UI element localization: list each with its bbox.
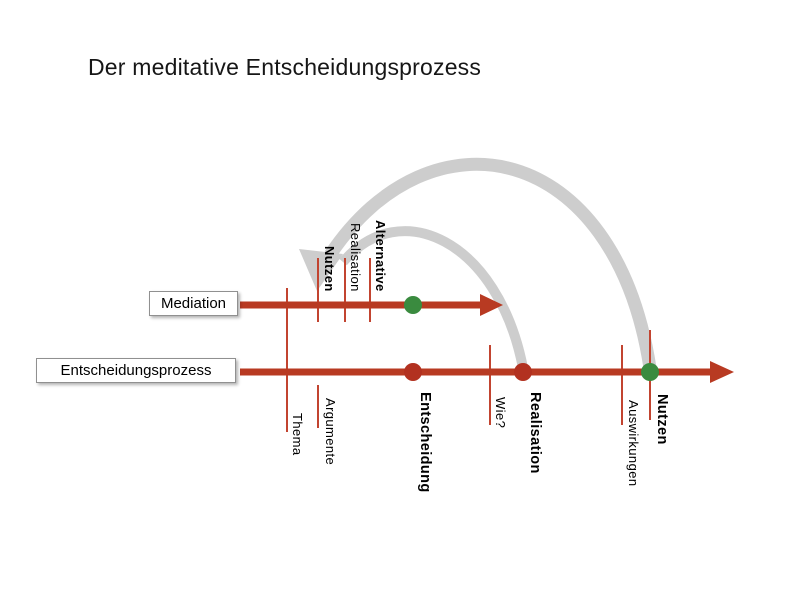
process-mark-wie: Wie? [493, 397, 508, 429]
mediation-axis-arrowhead-icon [480, 294, 503, 316]
process-axis-arrowhead-icon [710, 361, 734, 383]
dot-entscheidung [404, 363, 422, 381]
feedback-arc-realisation-to-mediation [339, 226, 528, 369]
process-mark-entscheidung: Entscheidung [417, 392, 433, 493]
process-mark-thema: Thema [290, 413, 305, 456]
slide-title: Der meditative Entscheidungsprozess [88, 54, 482, 80]
process-label-box: Entscheidungsprozess [36, 358, 236, 383]
mediation-mark-alternative: Alternative [373, 220, 388, 292]
process-mark-nutzen: Nutzen [654, 394, 670, 445]
process-mark-auswirkungen: Auswirkungen [626, 400, 641, 487]
mediation-mark-nutzen: Nutzen [322, 246, 337, 292]
mediation-dot-green [404, 296, 422, 314]
dot-realisation [514, 363, 532, 381]
feedback-arc-nutzen-to-mediation [324, 157, 657, 369]
process-mark-argumente: Argumente [323, 398, 338, 466]
process-mark-realisation: Realisation [527, 392, 543, 474]
gray-arrowhead-icon [299, 249, 343, 291]
dot-nutzen [641, 363, 659, 381]
mediation-label-box: Mediation [149, 291, 238, 316]
mediation-mark-realisation: Realisation [348, 223, 363, 292]
